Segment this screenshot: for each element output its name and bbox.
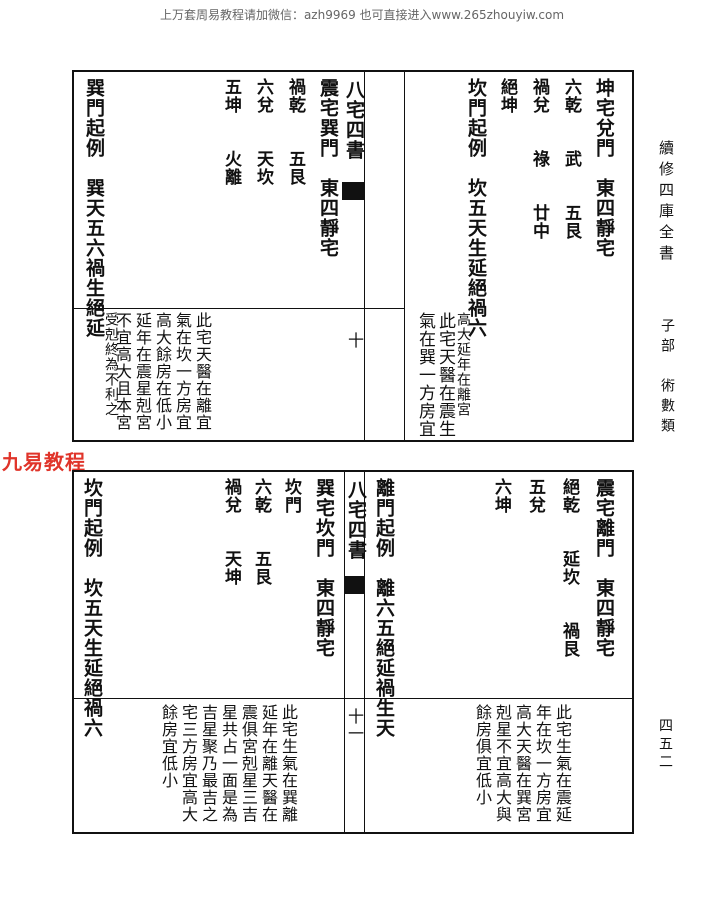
top-right-row-1: 六乾 武 五艮 (561, 78, 581, 240)
bottom-left-text-1: 此宅生氣在巽離 (279, 704, 298, 823)
top-center-volume: 卷一 (345, 204, 364, 238)
bottom-heading-right: 震宅離門 東四靜宅 (593, 478, 615, 658)
bottom-left-text-6: 宅三方房宜高大 (179, 704, 198, 823)
top-left-row-3: 五坤 火離 (221, 78, 241, 186)
category-label: 子部 術數類 (659, 318, 675, 438)
top-page-panel: 坤宅兌門 東四靜宅 六乾 武 五艮 禍兌 祿 廿中 絕坤 坎門起例 坎五天生延絕… (72, 70, 634, 442)
bottom-right-row-1: 絕乾 延坎 禍艮 (559, 478, 579, 658)
top-center-title: 八宅四書 (343, 80, 365, 160)
bottom-center-page: 十一 (345, 708, 364, 742)
bottom-heading-left: 巽宅坎門 東四靜宅 (313, 478, 335, 658)
top-heading-right: 坤宅兌門 東四靜宅 (593, 78, 615, 258)
bottom-right-row-2: 五兌 (525, 478, 545, 640)
top-right-method: 坎門起例 坎五天生延絕禍六 (465, 78, 487, 338)
top-right-row-2: 禍兌 祿 廿中 (529, 78, 549, 240)
bottom-center-volume: 卷一 (345, 596, 364, 630)
bottom-left-row-2: 六乾 五艮 (251, 478, 271, 586)
bottom-right-text-2: 年在坎一方房宜 (533, 704, 552, 823)
bottom-right-text-1: 此宅生氣在震延 (553, 704, 572, 823)
bottom-left-text-2: 延年在離天醫在 (259, 704, 278, 823)
top-right-row-3: 絕坤 (497, 78, 517, 240)
bottom-left-method: 坎門起例 坎五天生延絕禍六 (81, 478, 103, 738)
top-heading-left: 震宅巽門 東四靜宅 (317, 78, 339, 258)
bottom-left-text-4: 星共占一面是為 (219, 704, 238, 823)
bottom-right-text-3: 高大天醫在巽宮 (513, 704, 532, 823)
bottom-left-text-7: 餘房宜低小 (159, 704, 178, 789)
bottom-left-row-1: 坎門 (281, 478, 301, 514)
top-left-row-1: 禍乾 五艮 (285, 78, 305, 186)
bottom-right-text-4: 剋星不宜高大與 (493, 704, 512, 823)
top-left-method: 巽門起例 巽天五六禍生絕延 (83, 78, 105, 338)
top-left-text-3: 高大餘房在低小 (153, 312, 172, 431)
bottom-left-text-5: 吉星聚乃最吉之 (199, 704, 218, 823)
top-left-row-2: 六兌 天坎 (253, 78, 273, 186)
bottom-right-row-3: 六坤 (491, 478, 511, 640)
top-right-text-2: 氣在巽一方房宜 (415, 312, 435, 438)
top-left-text-1: 此宅天醫在離宜 (193, 312, 212, 431)
top-right-text-1: 此宅天醫在震生 (435, 312, 455, 438)
top-banner: 上万套周易教程请加微信：azh9969 也可直接进入www.265zhouyiw… (159, 8, 565, 22)
page-number: 四五二 (657, 718, 673, 772)
top-left-text-2: 氣在坎一方房宜 (173, 312, 192, 431)
bottom-left-row-3: 禍兌 天坤 (221, 478, 241, 586)
top-left-text-4: 延年在震星剋宮 (133, 312, 152, 431)
bottom-right-method: 離門起例 離六五絕延禍生天 (373, 478, 395, 738)
watermark-logo: 九易教程 (2, 450, 86, 474)
top-left-text-5: 不宜高大且本宮 (113, 312, 132, 431)
bottom-left-text-3: 震俱宮剋星三吉 (239, 704, 258, 823)
bottom-center-title: 八宅四書 (345, 480, 367, 560)
top-center-page: 十 (345, 332, 364, 349)
bottom-right-text-5: 餘房俱宜低小 (473, 704, 492, 806)
top-right-text-3: 高大延年在離宮 (455, 312, 471, 417)
top-left-text-6: 受剋終為不利之 (103, 312, 119, 417)
bottom-page-panel: 震宅離門 東四靜宅 絕乾 延坎 禍艮 五兌 六坤 離門起例 離六五絕延禍生天 此… (72, 470, 634, 834)
collection-label: 續修四庫全書 (657, 140, 675, 266)
